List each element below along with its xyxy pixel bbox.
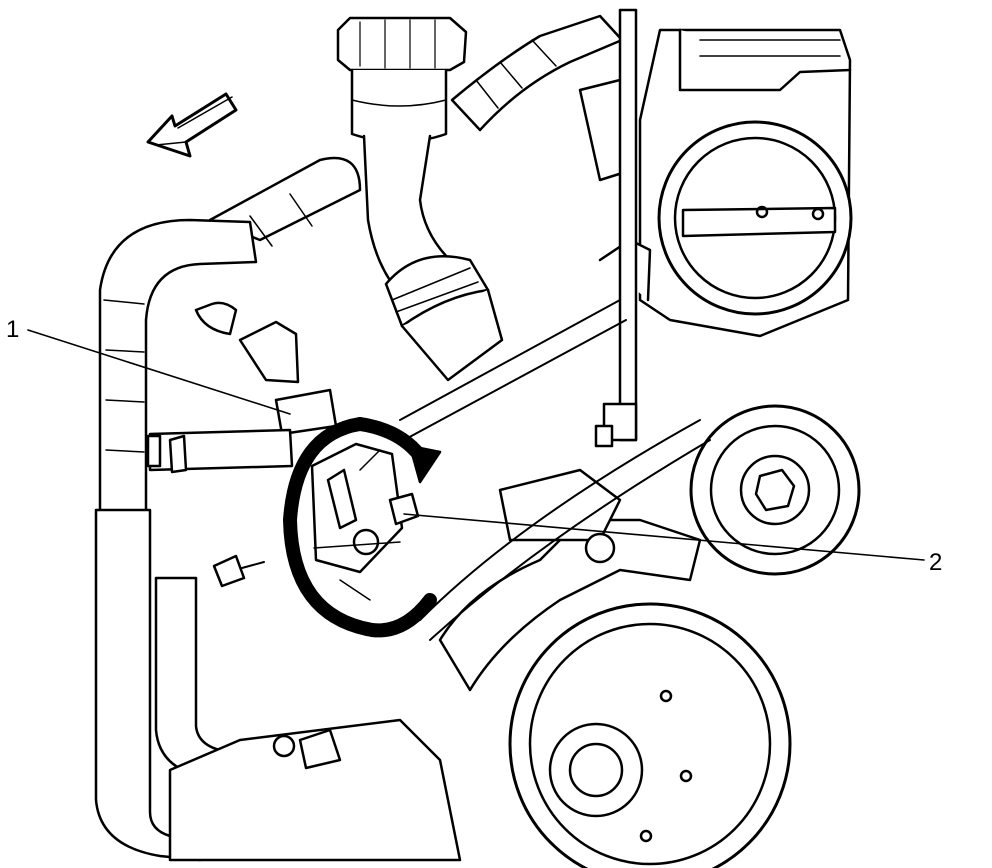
callout-label-1: 1 (6, 316, 20, 343)
leader-lines (27, 329, 925, 561)
sensor-bracket (310, 442, 420, 601)
upper-hoses (208, 14, 624, 247)
water-pump-pulley (508, 602, 792, 868)
bolt (212, 554, 265, 588)
wire-harness (594, 8, 638, 448)
rotation-arrow-icon (283, 417, 442, 638)
reservoir-cap (336, 16, 468, 144)
drive-belt (399, 299, 711, 641)
left-hoses (94, 218, 258, 862)
filler-neck-hose (362, 134, 504, 382)
direction-arrow-icon (146, 92, 238, 158)
callout-label-2: 2 (929, 549, 943, 576)
throttle-body (578, 28, 853, 338)
idler-pulley (689, 404, 861, 576)
mounting-bracket (146, 320, 338, 474)
